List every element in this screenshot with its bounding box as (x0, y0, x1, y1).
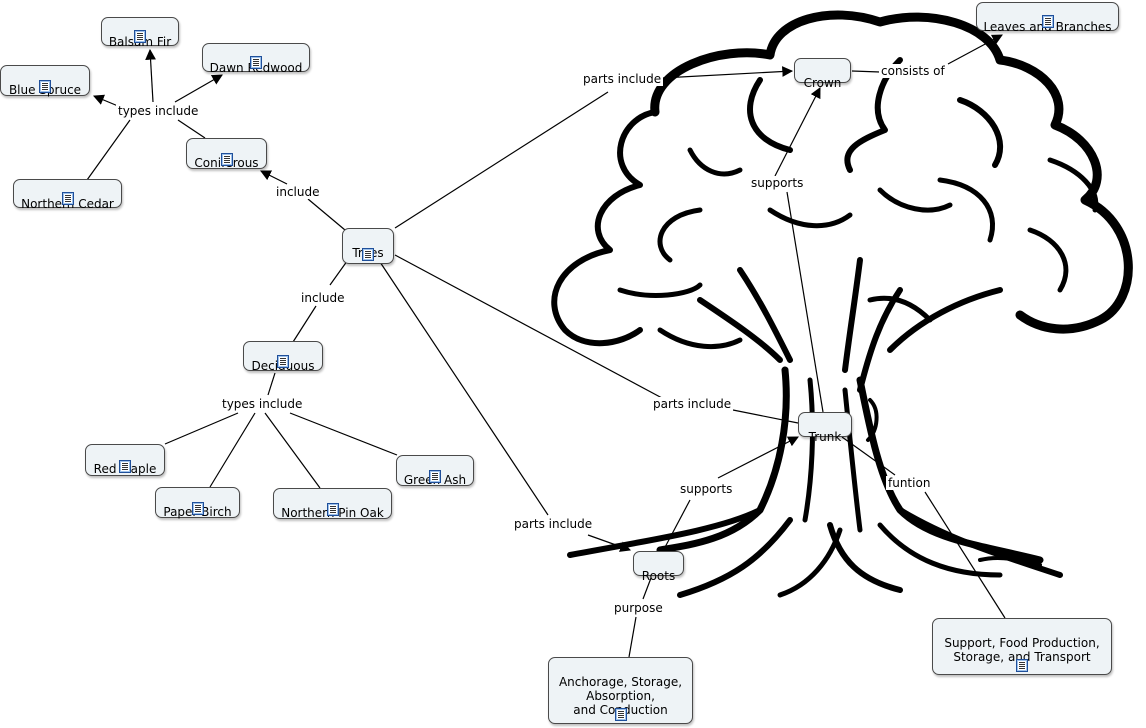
node-northern-pin-oak[interactable]: Northern Pin Oak (273, 488, 392, 520)
document-icon[interactable] (277, 355, 289, 368)
document-icon[interactable] (326, 503, 339, 516)
node-paper-birch[interactable]: Paper Birch (155, 487, 240, 519)
node-balsam-fir[interactable]: Balsam Fir (101, 17, 179, 49)
link-label-parts-include: parts include (581, 72, 664, 86)
node-deciduous[interactable]: Deciduous (243, 341, 323, 373)
document-icon[interactable] (614, 708, 627, 721)
node-label: Northern Pin Oak (281, 506, 384, 520)
document-icon[interactable] (61, 192, 74, 205)
link-label-supports: supports (749, 176, 806, 190)
node-anchorage-storage[interactable]: Anchorage, Storage, Absorption, and Cond… (548, 657, 693, 724)
node-blue-spruce[interactable]: Blue Spruce (0, 65, 90, 97)
document-icon[interactable] (39, 80, 51, 93)
node-northern-cedar[interactable]: Northern Cedar (13, 179, 122, 211)
link-label-types-include: types include (220, 397, 305, 411)
document-icon[interactable] (429, 470, 441, 483)
node-trunk[interactable]: Trunk (798, 412, 852, 444)
node-label: Roots (641, 569, 676, 583)
document-icon[interactable] (220, 153, 233, 166)
node-crown[interactable]: Crown (794, 58, 851, 90)
link-label-supports: supports (678, 482, 735, 496)
node-label: Support, Food Production, Storage, and T… (944, 636, 1100, 664)
document-icon[interactable] (191, 502, 204, 515)
node-leaves-and-branches[interactable]: Leaves and Branches (976, 2, 1119, 34)
document-icon[interactable] (362, 248, 374, 261)
node-support-food-production[interactable]: Support, Food Production, Storage, and T… (932, 618, 1112, 675)
node-label: Anchorage, Storage, Absorption, and Cond… (558, 675, 683, 717)
link-label-funtion: funtion (886, 476, 933, 490)
connection-lines (86, 34, 1006, 658)
link-label-parts-include: parts include (512, 517, 595, 531)
link-label-types-include: types include (116, 104, 201, 118)
node-green-ash[interactable]: Green Ash (396, 455, 474, 487)
node-label: Paper Birch (163, 505, 232, 519)
document-icon[interactable] (119, 460, 131, 473)
node-red-maple[interactable]: Red Maple (85, 444, 165, 476)
node-label: Dawn Redwood (209, 61, 303, 75)
tree-illustration (551, 10, 1133, 598)
document-icon[interactable] (1041, 15, 1054, 28)
node-trees[interactable]: Trees (342, 228, 394, 264)
link-label-consists-of: consists of (879, 64, 947, 78)
link-label-include: include (274, 185, 322, 199)
link-label-purpose: purpose (612, 601, 665, 615)
node-label: Trunk (808, 430, 842, 444)
node-label: Crown (803, 76, 842, 90)
link-label-parts-include: parts include (651, 397, 734, 411)
node-label: Northern Cedar (21, 197, 114, 211)
document-icon[interactable] (1016, 659, 1028, 672)
node-dawn-redwood[interactable]: Dawn Redwood (202, 43, 310, 75)
node-roots[interactable]: Roots (633, 551, 684, 583)
document-icon[interactable] (250, 56, 262, 69)
document-icon[interactable] (134, 30, 146, 43)
link-label-include: include (299, 291, 347, 305)
node-coniferous[interactable]: Coniferous (186, 138, 267, 170)
